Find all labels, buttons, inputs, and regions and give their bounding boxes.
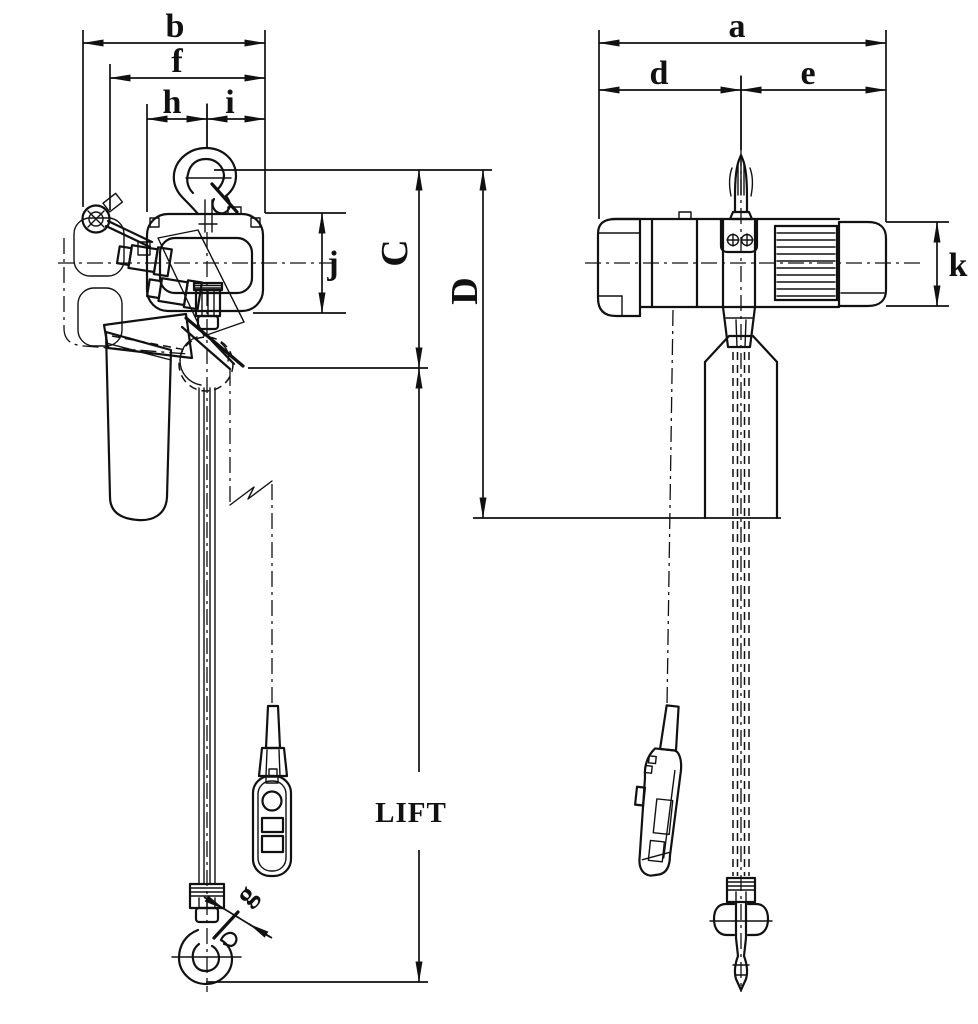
chain-guide-side (721, 305, 757, 349)
motor-end-cap (837, 220, 888, 308)
dim-label-d: d (650, 55, 669, 92)
top-hook-latch (210, 182, 239, 214)
top-hook-front (172, 146, 239, 216)
pendant-side-button (634, 785, 647, 807)
dim-g-group (203, 895, 273, 939)
controller-cover (596, 217, 642, 318)
cable-break-symbol (229, 480, 273, 506)
pendant-button-up (260, 816, 285, 834)
dim-label-lift: LIFT (375, 797, 447, 829)
bottom-hook-side (709, 876, 773, 992)
chain-container-front (102, 312, 245, 522)
dim-label-C: C (374, 239, 416, 266)
pendant-button-down (260, 834, 285, 854)
dim-label-k: k (949, 247, 968, 284)
chain-bag-side (703, 334, 779, 520)
front-view (58, 103, 334, 992)
pendant-cable-front (63, 238, 273, 706)
dim-label-h: h (163, 84, 182, 121)
load-chain-front (198, 387, 216, 885)
bottom-hook-raised-front (178, 281, 236, 392)
raised-hook-latch (210, 339, 236, 366)
cord-support-ring (81, 192, 154, 256)
dim-label-D: D (444, 277, 486, 304)
dim-label-b: b (166, 8, 185, 45)
hoist-body-side (596, 211, 888, 318)
dim-label-j: j (326, 245, 338, 282)
motor-fins (773, 224, 839, 302)
lowered-hook-latch (212, 910, 240, 940)
dim-label-a: a (729, 8, 746, 45)
top-hook-side (719, 153, 759, 254)
dimension-annotations: b f h i j C D LIFT g a d e k (82, 8, 968, 983)
pendant-round-button (261, 790, 283, 812)
side-view (585, 75, 920, 992)
dim-label-e: e (800, 55, 815, 92)
pendant-cable-side (666, 309, 674, 707)
pendant-control-side (634, 704, 683, 877)
cable-glands (115, 229, 245, 337)
pendant-control-front (251, 704, 293, 878)
dim-label-g: g (229, 878, 264, 911)
dim-label-f: f (171, 43, 183, 80)
load-chain-side (732, 352, 750, 876)
top-bolt-nub-side (678, 211, 692, 220)
dim-label-i: i (225, 84, 234, 121)
hoist-body-front (145, 199, 265, 313)
cable-loop-phantom (73, 217, 125, 347)
